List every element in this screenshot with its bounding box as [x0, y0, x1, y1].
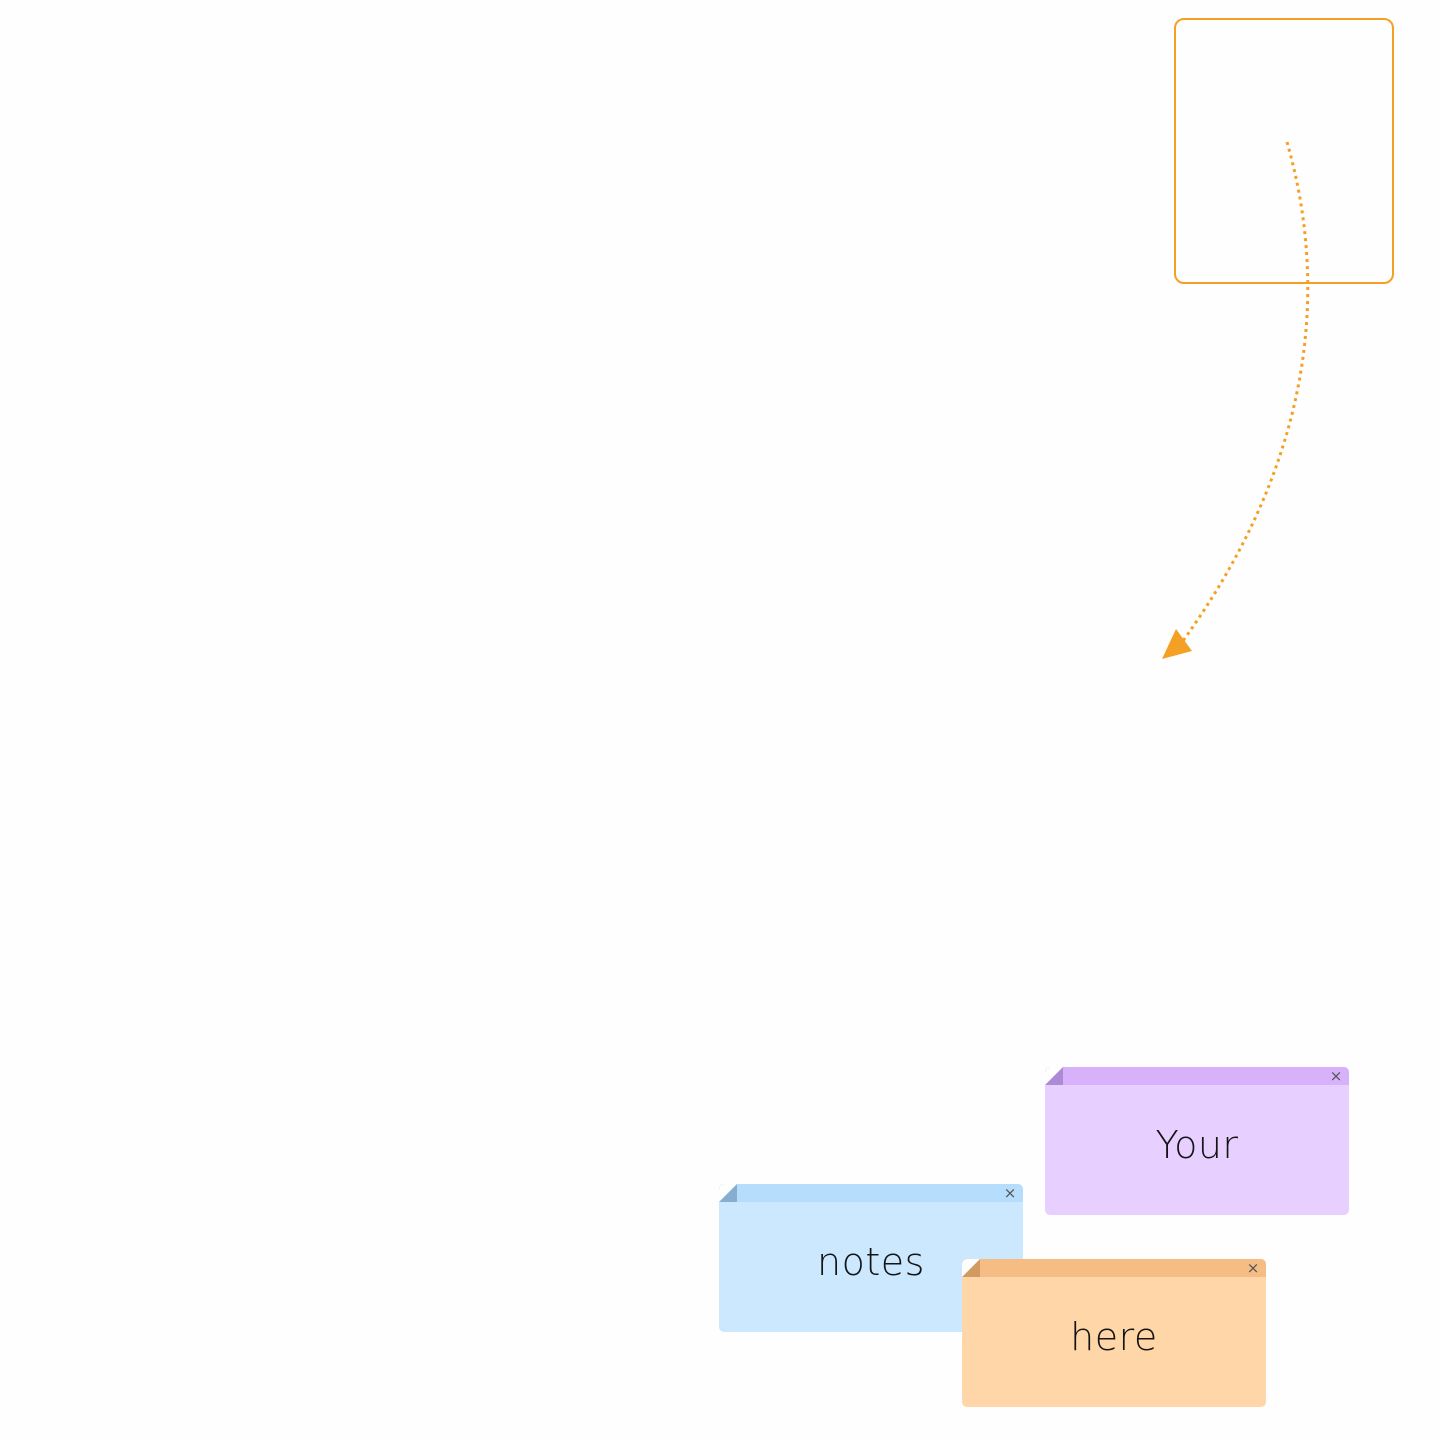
folded-corner-icon — [1045, 1067, 1063, 1085]
note-header-bar[interactable] — [962, 1259, 1266, 1277]
note-text[interactable]: here — [1070, 1315, 1158, 1359]
sticky-note-here[interactable]: × here — [962, 1259, 1266, 1407]
note-text[interactable]: Your — [1155, 1123, 1239, 1167]
close-icon[interactable]: × — [1246, 1259, 1260, 1277]
close-icon[interactable]: × — [1003, 1184, 1017, 1202]
note-header-bar[interactable] — [719, 1184, 1023, 1202]
folded-corner-icon — [719, 1184, 737, 1202]
sticky-note-your[interactable]: × Your — [1045, 1067, 1349, 1215]
folded-corner-icon — [962, 1259, 980, 1277]
close-icon[interactable]: × — [1329, 1067, 1343, 1085]
note-header-bar[interactable] — [1045, 1067, 1349, 1085]
arrowhead-icon — [1162, 629, 1192, 659]
note-text[interactable]: notes — [817, 1240, 925, 1284]
drop-target-frame[interactable] — [1174, 18, 1394, 284]
